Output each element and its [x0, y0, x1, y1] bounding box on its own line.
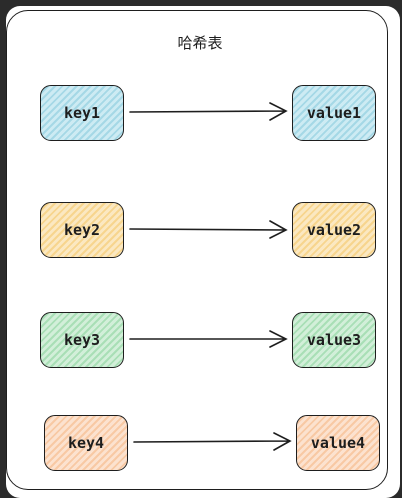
- key-box-2: key2: [40, 202, 124, 258]
- value-box-1: value1: [292, 85, 376, 141]
- key-label-1: key1: [63, 104, 101, 122]
- value-box-2: value2: [292, 202, 376, 258]
- value-label-1: value1: [306, 104, 362, 122]
- value-label-3: value3: [306, 331, 362, 349]
- value-box-4: value4: [296, 415, 380, 471]
- key-box-4: key4: [44, 415, 128, 471]
- key-box-1: key1: [40, 85, 124, 141]
- value-box-3: value3: [292, 312, 376, 368]
- diagram-title: 哈希表: [177, 34, 223, 52]
- key-label-2: key2: [63, 221, 101, 239]
- value-label-2: value2: [306, 221, 362, 239]
- value-label-4: value4: [310, 434, 366, 452]
- key-label-4: key4: [67, 434, 105, 452]
- key-box-3: key3: [40, 312, 124, 368]
- key-label-3: key3: [63, 331, 101, 349]
